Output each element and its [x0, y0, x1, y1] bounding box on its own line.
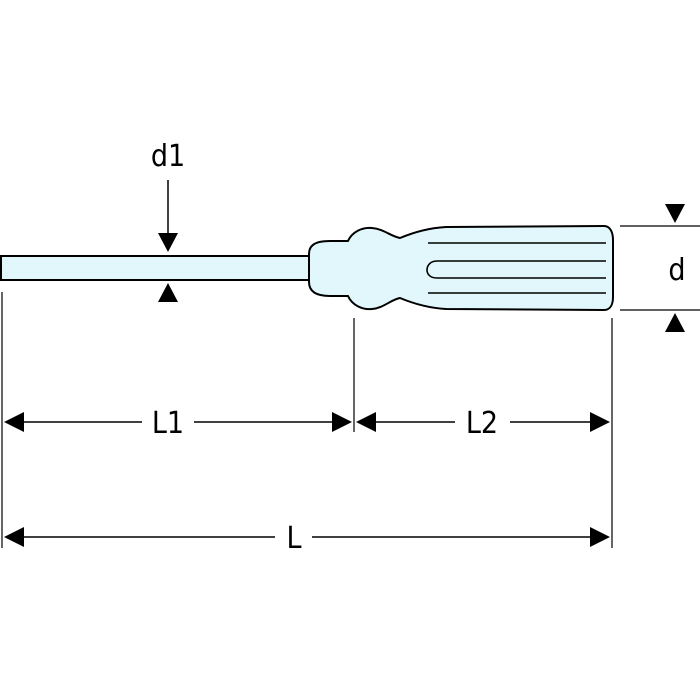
- label-L2: L2: [466, 406, 498, 441]
- label-L1: L1: [152, 406, 184, 441]
- L2-arrow-right: [590, 412, 610, 432]
- L1-arrow-right: [332, 412, 352, 432]
- L-arrow-right: [590, 527, 610, 547]
- label-d1: d1: [151, 139, 185, 174]
- L1-arrow-left: [4, 412, 24, 432]
- d1-arrow-up: [158, 283, 178, 302]
- d-arrow-up: [665, 313, 685, 332]
- L-arrow-left: [4, 527, 24, 547]
- label-d: d: [668, 253, 685, 288]
- d-arrow-down: [665, 204, 685, 223]
- handle: [308, 225, 614, 311]
- d1-arrow-down: [158, 233, 178, 252]
- label-L: L: [286, 521, 301, 556]
- shaft: [0, 255, 314, 281]
- handle-groove-middle: [426, 260, 606, 279]
- L2-arrow-left: [356, 412, 376, 432]
